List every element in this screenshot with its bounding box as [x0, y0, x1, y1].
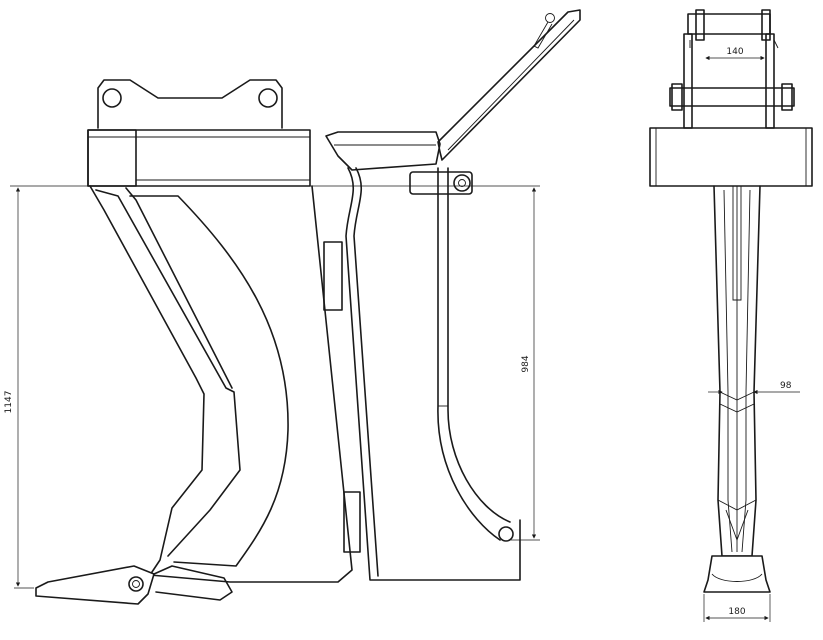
dim-shank-width: 98 [780, 381, 792, 391]
dimension-lines [10, 55, 800, 622]
dim-foot-width: 180 [728, 607, 745, 617]
front-view [649, 9, 813, 593]
side-plate-lower [343, 491, 361, 553]
lug-hole-left [102, 88, 122, 108]
middle-view-frame [325, 9, 581, 581]
side-view-shank [35, 79, 361, 605]
front-foot [703, 555, 771, 593]
side-plate-upper [323, 241, 343, 311]
top-beam [87, 129, 311, 187]
lift-arm [437, 9, 581, 161]
dim-shank-height: 984 [521, 355, 531, 372]
lug-hole-right [258, 88, 278, 108]
dim-top-width: 140 [726, 47, 743, 57]
dimension-labels: 1147 984 140 98 180 [4, 47, 792, 617]
dim-overall-height: 1147 [4, 391, 14, 414]
ripper-point [35, 565, 155, 605]
front-top-block [649, 127, 813, 187]
